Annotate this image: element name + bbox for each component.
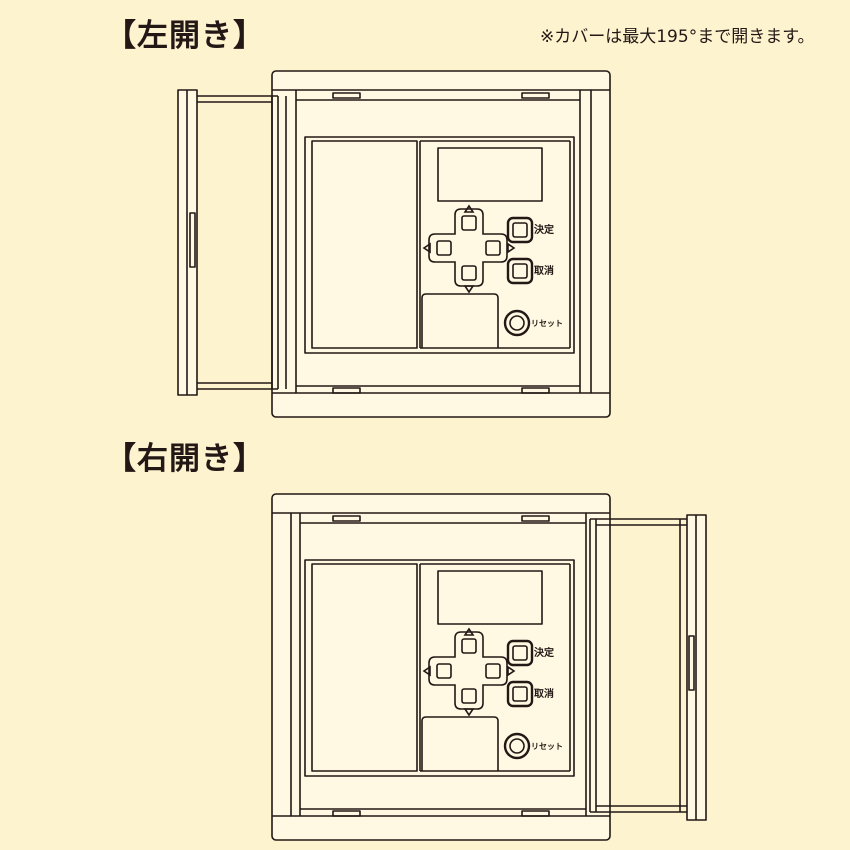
cancel-label: 取消 (534, 687, 554, 700)
blank-module (311, 140, 418, 349)
dpad-up-button (461, 215, 477, 231)
dpad-right-button (485, 663, 501, 679)
decide-button (506, 639, 534, 667)
reset-button (503, 732, 531, 760)
decide-button (506, 216, 534, 244)
blank-module (311, 563, 418, 772)
panel (304, 136, 575, 354)
dpad-right-button (485, 240, 501, 256)
cancel-label: 取消 (534, 264, 554, 277)
dpad-left-button (436, 663, 452, 679)
dpad-up-button (461, 638, 477, 654)
cancel-button (506, 680, 534, 708)
panel (304, 559, 575, 777)
reset-button (503, 309, 531, 337)
reset-label: リセット (531, 742, 563, 751)
dpad-down-button (461, 688, 477, 704)
right-open-title: 【右開き】 (105, 441, 265, 477)
decide-label: 決定 (534, 223, 554, 236)
cancel-button (506, 257, 534, 285)
dpad (428, 631, 508, 710)
left-open-title: 【左開き】 (105, 18, 265, 54)
decide-label: 決定 (534, 646, 554, 659)
dpad-left-button (436, 240, 452, 256)
display-window (437, 570, 543, 625)
max-angle-note: ※カバーは最大195°まで開きます。 (540, 27, 815, 47)
reset-label: リセット (531, 319, 563, 328)
dpad (428, 208, 508, 287)
left-open-unit: 決定 取消 リセット (177, 70, 611, 418)
display-window (437, 147, 543, 202)
right-open-unit: 決定 取消 リセット (271, 493, 707, 841)
dpad-down-button (461, 265, 477, 281)
